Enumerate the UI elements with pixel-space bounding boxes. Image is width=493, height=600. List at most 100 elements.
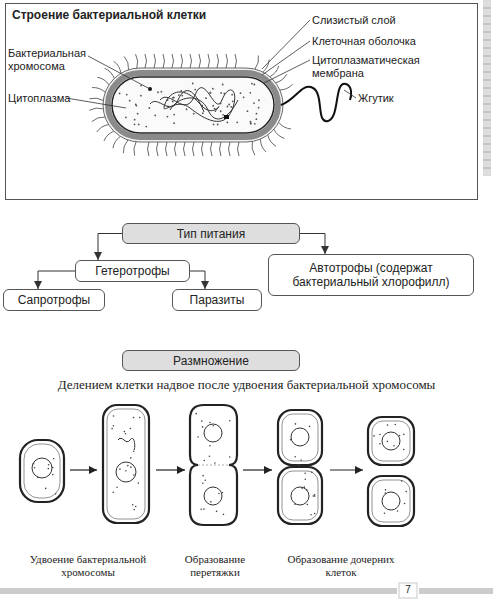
node-text: Размножение (173, 354, 249, 368)
cytoplasm-dot (130, 457, 132, 459)
footer-bar (419, 588, 493, 594)
page-edge-strip (483, 0, 491, 176)
cytoplasm-dot (195, 413, 197, 415)
cytoplasm-dot (297, 464, 299, 466)
cytoplasmic-membrane (112, 77, 274, 133)
page-edge-tick (483, 136, 491, 137)
pilus (89, 108, 103, 110)
ribosome (173, 114, 175, 116)
connector-arrow (98, 234, 122, 261)
type-box: Сапротрофы (3, 289, 105, 311)
ribosomes (119, 83, 260, 128)
ribosome (236, 121, 238, 123)
ribosome (255, 118, 257, 120)
cytoplasm-dot (311, 472, 313, 474)
cytoplasm-dot (299, 465, 301, 467)
nucleoid (32, 458, 52, 478)
cytoplasm-dot (138, 482, 140, 484)
cytoplasm-dot (203, 508, 205, 510)
chromosome (150, 88, 238, 122)
ribosome (209, 92, 211, 94)
page-edge-tick (483, 64, 491, 65)
cytoplasm-dot (300, 460, 302, 462)
cytoplasm-dot (127, 465, 129, 467)
nucleoid (382, 432, 400, 450)
ribosome (134, 123, 136, 125)
connector-arrow (300, 234, 325, 255)
ribosome (178, 94, 180, 96)
stage-arrows (70, 469, 363, 470)
ribosome (231, 94, 233, 96)
part-label: Клеточная оболочка (312, 35, 452, 48)
cytoplasm-dot (216, 511, 218, 513)
cytoplasm-dot (379, 443, 381, 445)
pilus (220, 142, 222, 156)
ribosome (126, 94, 128, 96)
nucleoid (204, 424, 222, 442)
pilus (217, 54, 219, 68)
ribosome (258, 107, 260, 109)
pilus (97, 125, 109, 132)
nucleoid (291, 428, 309, 446)
pilus (279, 122, 291, 129)
ribosome (212, 105, 214, 107)
ribosome (243, 96, 245, 98)
page-edge-tick (483, 96, 491, 97)
ribosome (181, 95, 183, 97)
ribosome (192, 83, 194, 85)
ribosome (240, 92, 242, 94)
nucleoid (382, 492, 400, 510)
cytoplasm-dot (312, 495, 314, 497)
ribosome (247, 110, 249, 112)
pilus (276, 74, 287, 82)
pilus (163, 54, 165, 68)
pilus (104, 131, 114, 141)
page-number-box (399, 583, 417, 598)
cytoplasm-dot (314, 495, 316, 497)
cell-stage (20, 440, 64, 502)
pilus (268, 135, 276, 146)
page-edge-tick (483, 24, 491, 25)
pilus (202, 142, 204, 156)
ribosome (172, 101, 174, 103)
pilus (190, 54, 192, 68)
pilus (89, 98, 103, 100)
cytoplasm-dot (387, 441, 389, 443)
leader-line (262, 20, 310, 69)
leader-line (88, 56, 150, 89)
ribosome (227, 106, 229, 108)
ribosome (205, 97, 207, 99)
ribosome (253, 102, 255, 104)
cytoplasm-dot (133, 474, 135, 476)
pilus (199, 54, 201, 68)
pilus (154, 54, 156, 68)
type-box: Паразиты (172, 289, 262, 311)
cell-inner-wall (282, 414, 318, 461)
cytoplasm-dot (405, 491, 407, 493)
node-text: Паразиты (190, 293, 245, 307)
ribosome (222, 114, 224, 116)
pilus (255, 56, 259, 70)
cytoplasm-dot (203, 460, 205, 462)
cell-wall (108, 73, 278, 137)
ribosome (129, 100, 131, 102)
ribosome (228, 104, 230, 106)
cytoplasm-dot (314, 494, 316, 496)
ribosome (220, 110, 222, 112)
cytoplasm-dot (113, 425, 115, 427)
pilus (208, 54, 210, 68)
cytoplasm-dot (384, 512, 386, 514)
pilus (124, 56, 128, 69)
cytoplasm-dot (404, 503, 406, 505)
pilus (113, 136, 120, 148)
leader-line (262, 41, 310, 75)
ribosome (193, 113, 195, 115)
cytoplasm-dot (373, 435, 375, 437)
cytoplasm-dot (307, 504, 309, 506)
cell-stage (103, 405, 149, 523)
cytoplasm-dot (133, 509, 135, 511)
cytoplasm-dot (223, 514, 225, 516)
pilus (181, 54, 183, 68)
part-label: Цитоплазматическая мембрана (312, 54, 437, 80)
footer-bar (0, 588, 397, 594)
